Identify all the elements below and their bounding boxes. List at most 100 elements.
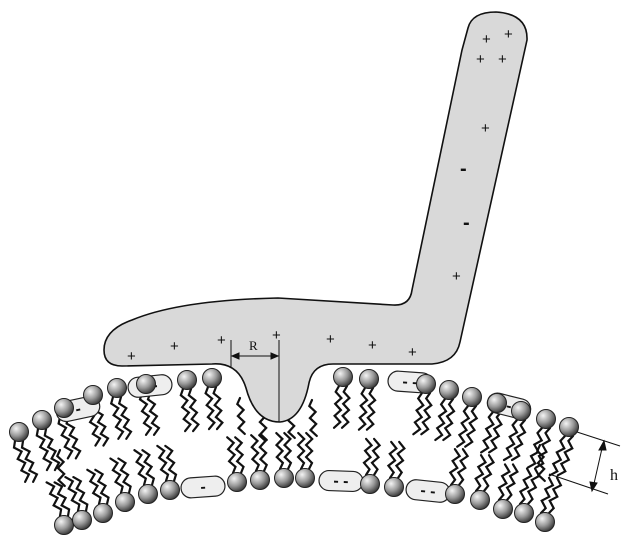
lipid-tail — [57, 450, 65, 486]
lipid-tail — [465, 406, 477, 447]
lipid-head — [139, 485, 158, 504]
charge-symbol: + — [498, 51, 507, 68]
lipid-tail — [499, 464, 509, 500]
lipid-tail — [367, 388, 375, 430]
lipid-tail — [396, 442, 404, 478]
lipid-head — [488, 394, 507, 413]
charge-symbol: + — [127, 348, 136, 365]
lipid-head — [73, 511, 92, 530]
lipid-tail — [110, 459, 122, 494]
lipid-tail — [157, 446, 168, 481]
charge-symbol: + — [170, 338, 179, 355]
charge-symbol: - — [463, 212, 470, 234]
charge-symbol: + — [481, 120, 490, 137]
lipid-head — [228, 473, 247, 492]
thickness-label: h — [610, 467, 618, 484]
charge-symbol: - - — [402, 373, 418, 391]
charge-symbol: + — [272, 327, 281, 344]
lipid-tail — [309, 400, 317, 436]
lipid-head — [251, 471, 270, 490]
lipid-head — [360, 370, 379, 389]
charge-symbol: + — [408, 344, 417, 361]
lipid-head — [94, 504, 113, 523]
lipid-head — [10, 423, 29, 442]
lipid-tail — [237, 398, 245, 434]
lipid-head — [417, 375, 436, 394]
charged-lipid-head: - - — [319, 470, 364, 492]
lipid-tail — [134, 450, 145, 485]
lipid-head — [515, 504, 534, 523]
lipid-head — [108, 379, 127, 398]
charge-symbol: - — [460, 158, 467, 180]
lipid-tail — [504, 420, 517, 460]
lipid-head — [385, 478, 404, 497]
lipid-tail — [388, 442, 396, 478]
lipid-tail — [111, 397, 123, 439]
lipid-tail — [481, 412, 493, 452]
lipid-head — [361, 475, 380, 494]
lipid-tail — [450, 449, 459, 485]
radius-label: R — [249, 338, 258, 353]
charge-symbol: + — [504, 26, 513, 43]
lipid-head — [203, 369, 222, 388]
lipid-head — [161, 481, 180, 500]
lipid-head — [494, 500, 513, 519]
lipid-head — [178, 371, 197, 390]
lipid-head — [275, 469, 294, 488]
lipid-tail — [284, 433, 291, 469]
lipid-head — [55, 399, 74, 418]
lipid-tail — [67, 417, 81, 458]
lipid-tail — [476, 455, 486, 491]
lipid-tail — [372, 439, 380, 475]
lipid-tail — [227, 437, 235, 473]
lipid-head — [536, 513, 555, 532]
lipid-head — [116, 493, 135, 512]
lipid-head — [560, 418, 579, 437]
lipid-tail — [251, 435, 259, 471]
lipid-head — [296, 469, 315, 488]
lipid-head — [55, 516, 74, 535]
lipid-head — [471, 491, 490, 510]
lipid-tail — [413, 393, 423, 434]
charge-symbol: + — [368, 337, 377, 354]
lipid-tail — [457, 406, 469, 447]
lipid-tail — [359, 388, 367, 430]
lipid-head — [137, 375, 156, 394]
lipid-tail — [276, 433, 283, 469]
lipid-tail — [489, 412, 501, 452]
lipid-head — [463, 388, 482, 407]
charge-symbol: + — [452, 268, 461, 285]
lipid-tail — [119, 397, 131, 439]
lipid-head — [33, 411, 52, 430]
lipid-tail — [65, 477, 79, 511]
lipid-tail — [59, 417, 73, 458]
lipid-tail — [435, 399, 446, 440]
charge-symbol: - - — [420, 482, 437, 500]
lipid-head — [440, 381, 459, 400]
lipid-tail — [259, 435, 267, 471]
lipid-tail — [334, 386, 341, 428]
charge-symbol: + — [482, 31, 491, 48]
charge-symbol: - - — [333, 473, 349, 491]
lipid-tail — [421, 393, 431, 434]
charged-lipid-head: - - — [405, 479, 451, 503]
lipid-head — [334, 368, 353, 387]
lipid-tail — [306, 433, 312, 469]
lipid-head — [446, 485, 465, 504]
lipid-tail — [342, 386, 349, 428]
lipid-tail — [47, 482, 62, 516]
charged-lipid-head: - — [180, 475, 225, 498]
lipid-tail — [235, 437, 243, 473]
lipid-tail — [45, 429, 59, 470]
charge-symbol: + — [217, 332, 226, 349]
charge-symbol: + — [326, 331, 335, 348]
charge-symbol: + — [476, 51, 485, 68]
lipid-tail — [443, 399, 454, 440]
lipid-tail — [298, 433, 304, 469]
lipid-tail — [520, 469, 531, 504]
lipid-tail — [364, 439, 372, 475]
lipid-tail — [87, 470, 100, 504]
lipid-head — [537, 410, 556, 429]
lipid-head — [512, 402, 531, 421]
